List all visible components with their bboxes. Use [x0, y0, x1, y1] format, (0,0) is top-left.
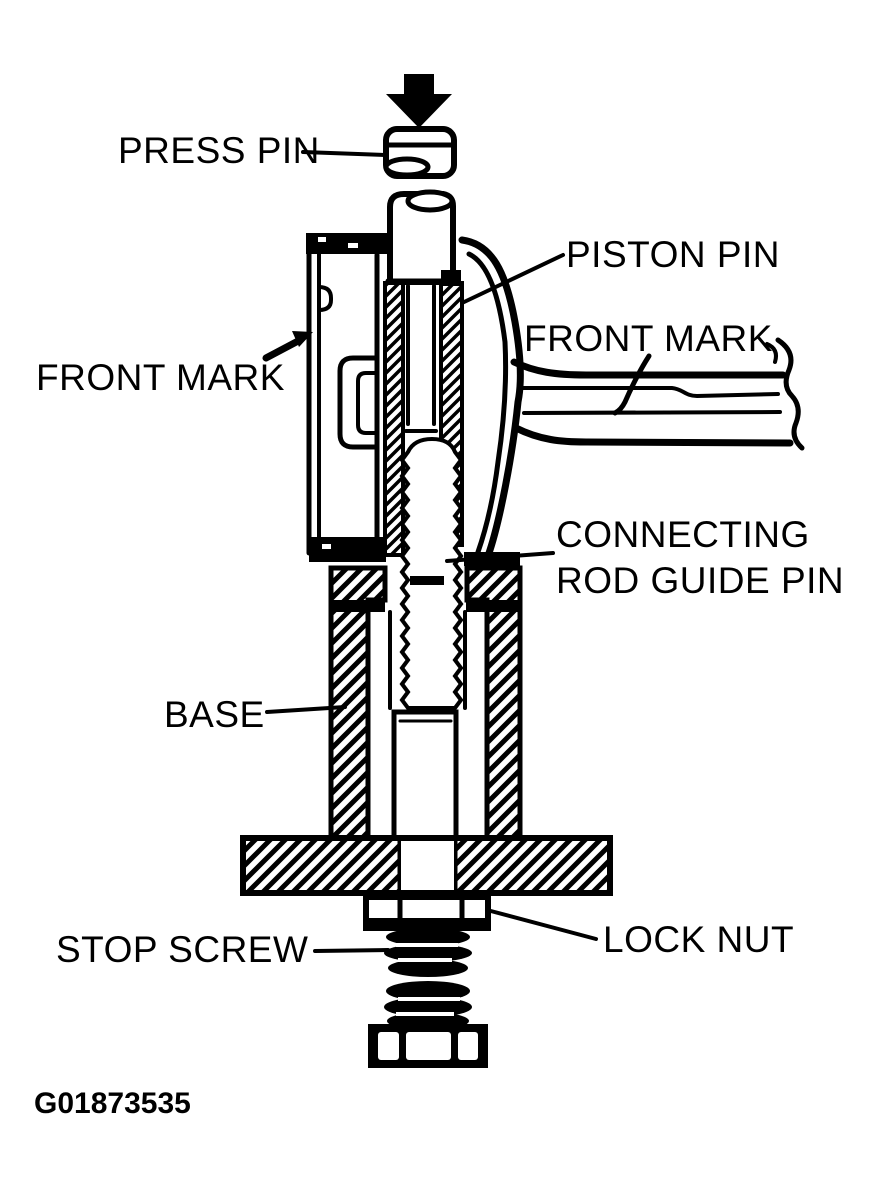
label-front-mark-right: FRONT MARK: [524, 318, 773, 359]
label-base: BASE: [164, 694, 265, 735]
label-front-mark-left: FRONT MARK: [36, 357, 285, 398]
bottom-bolt-part: [368, 981, 488, 1068]
leader-piston-pin: [460, 253, 565, 305]
stop-screw-part: [384, 928, 472, 977]
label-piston-pin: PISTON PIN: [566, 234, 780, 275]
label-stop-screw: STOP SCREW: [56, 929, 308, 970]
figure-code: G01873535: [34, 1087, 191, 1120]
leader-front-mark-left: [262, 331, 313, 362]
leader-lines: [262, 150, 778, 953]
leader-press-pin: [301, 150, 388, 157]
piston-part: [306, 233, 390, 562]
leader-front-mark-right: [765, 342, 778, 364]
press-pin-part: [383, 126, 457, 179]
flange-part: [240, 835, 613, 896]
press-rod-part: [385, 189, 459, 285]
leader-stop-screw: [313, 948, 390, 953]
label-connecting-rod-guide-pin-line1: CONNECTING: [556, 514, 810, 555]
label-connecting-rod-guide-pin-line2: ROD GUIDE PIN: [556, 560, 844, 601]
leader-guide-pin: [445, 551, 555, 563]
label-lock-nut: LOCK NUT: [603, 919, 794, 960]
lock-nut-part: [363, 894, 491, 931]
guide-pin-part: [391, 436, 464, 895]
leader-lock-nut: [485, 908, 598, 941]
leader-base: [265, 705, 347, 714]
down-arrow-icon: [386, 74, 452, 128]
label-press-pin: PRESS PIN: [118, 130, 320, 171]
